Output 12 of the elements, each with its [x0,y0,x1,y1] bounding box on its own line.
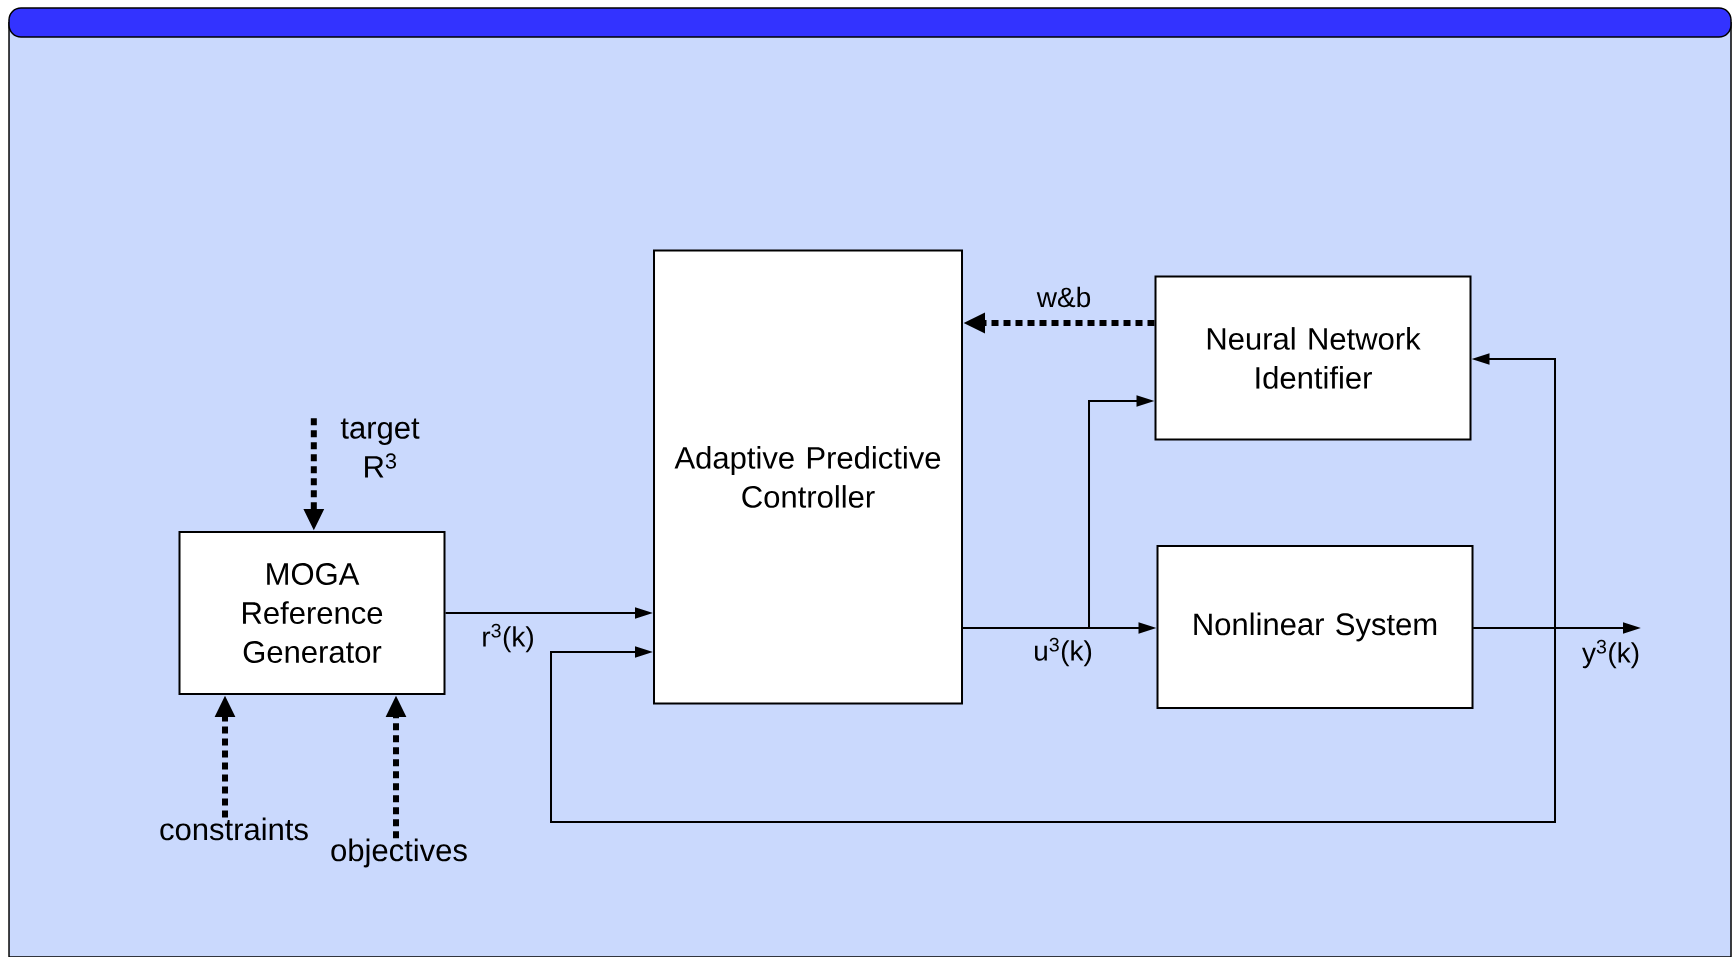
process-box: Nonlinear System [1156,545,1474,709]
process-box: MOGA Reference Generator [178,531,446,695]
edge-label: y$^{3}$(k) [1582,639,1639,669]
arrow [550,627,1556,823]
input-label: constraints [160,817,308,841]
edge-label: r$^{3}$(k) [483,623,533,653]
edge-label: u$^{3}$(k) [1035,637,1092,667]
process-box: Adaptive Predictive Controller [653,249,963,705]
edge-label: w&b [1036,286,1091,308]
process-box: Neural Network Identifier [1154,275,1472,441]
input-label: objectives [331,838,467,868]
input-label: target R$^{3}$ [340,418,420,478]
